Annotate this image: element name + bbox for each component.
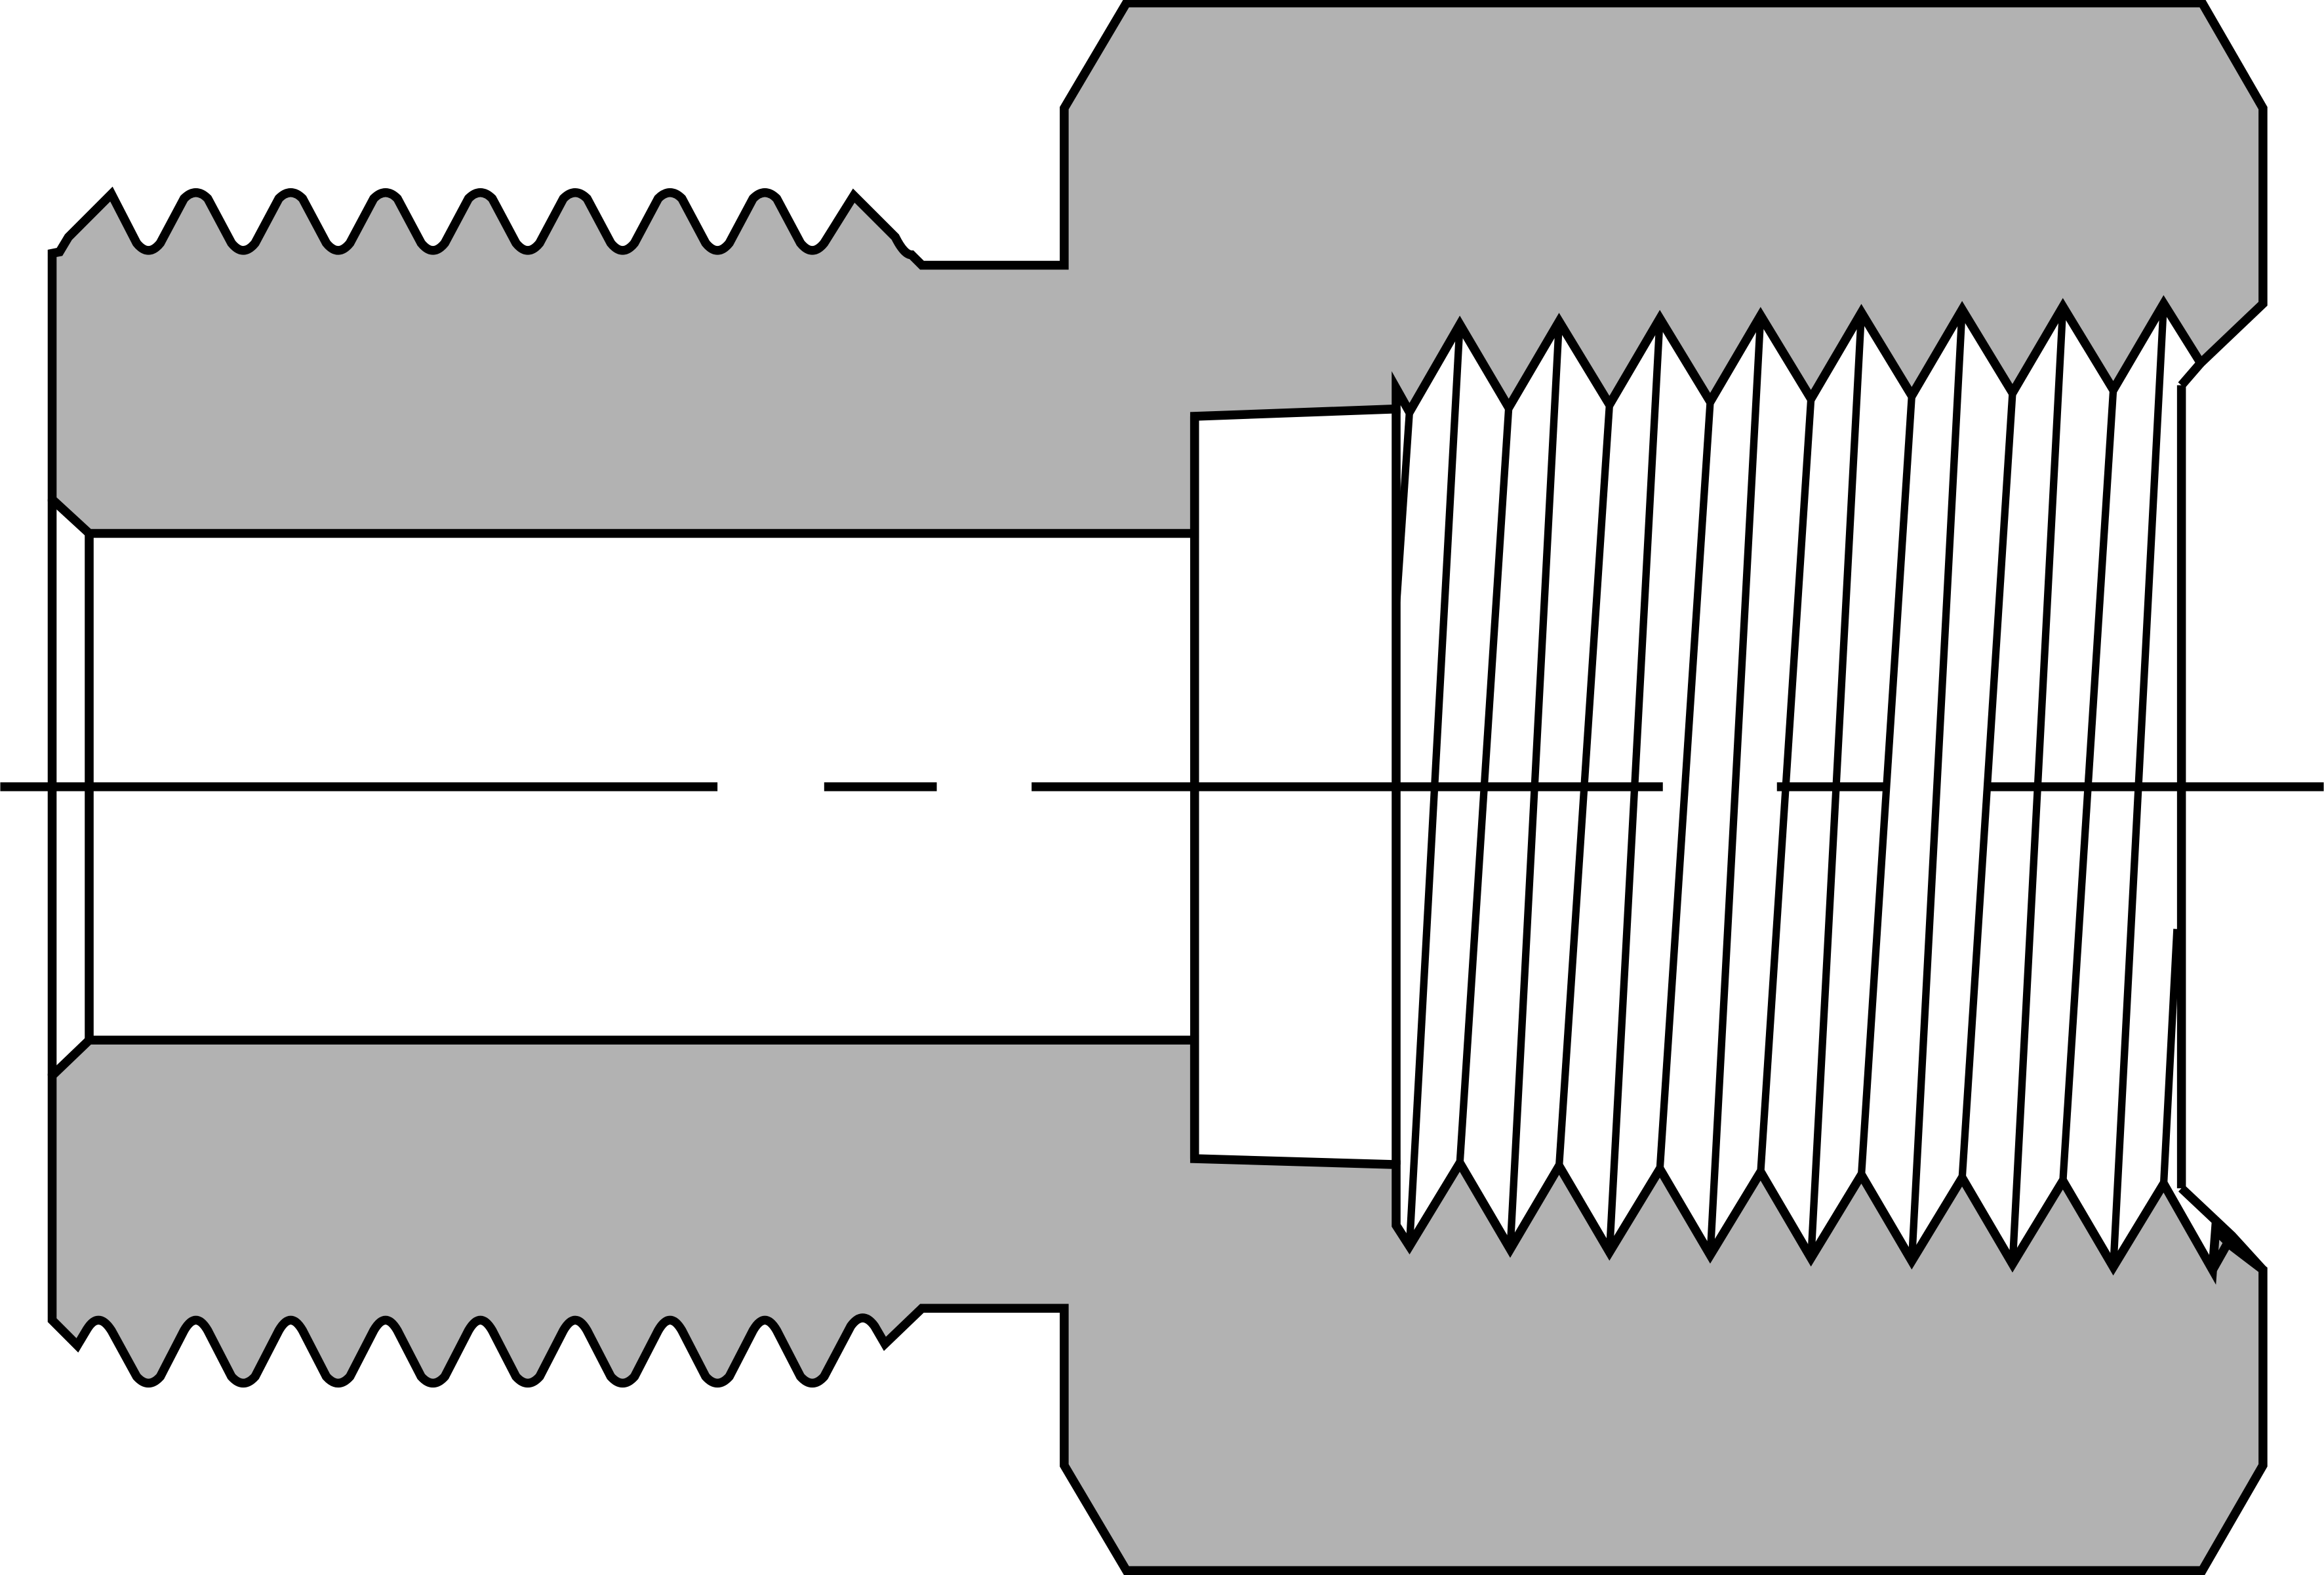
lower-body-section bbox=[47, 1035, 2268, 1575]
port-inner-wall bbox=[1392, 360, 2266, 1273]
upper-body-section bbox=[47, 0, 2268, 538]
